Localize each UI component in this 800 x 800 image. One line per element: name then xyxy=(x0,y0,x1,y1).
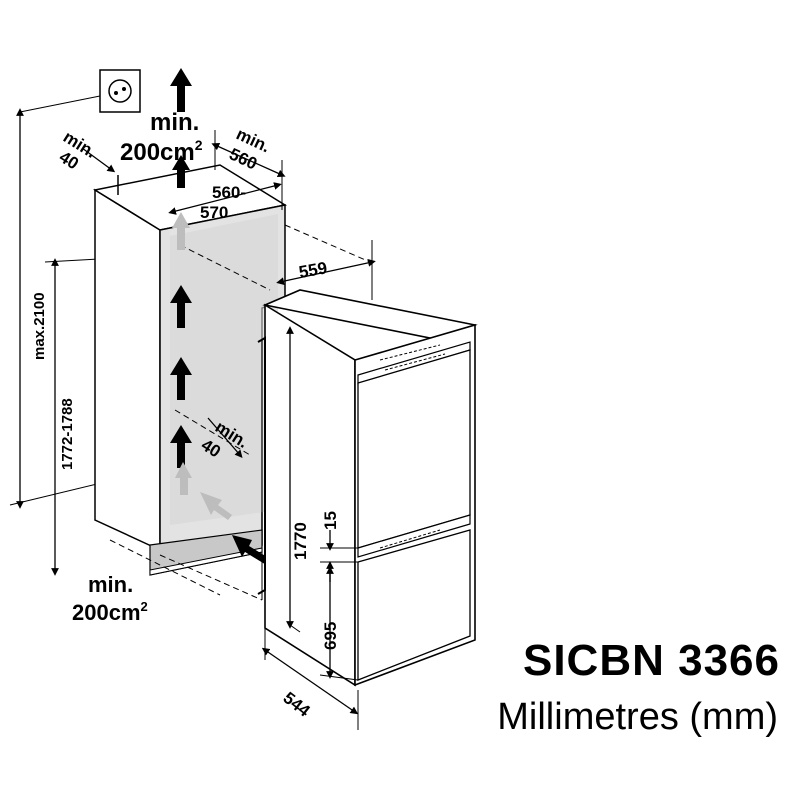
niche-height-label: 1772-1788 xyxy=(59,398,76,470)
arrow-up-icon xyxy=(170,285,192,328)
vent-arrows xyxy=(170,68,272,566)
dimension-labels: min. 200cm2 min. 40 min. 560 560- 570 55… xyxy=(31,109,340,721)
appliance-height-label: 1770 xyxy=(291,522,310,560)
arrow-up-grey-icon xyxy=(172,212,190,250)
door-gap-label: 15 xyxy=(321,511,340,530)
model-name: SICBN 3366 xyxy=(522,636,780,685)
lower-door-label: 695 xyxy=(321,622,340,650)
projection-lines xyxy=(109,224,371,601)
bottom-vent-min-label: min. xyxy=(88,572,133,597)
wall-socket-icon xyxy=(19,69,141,113)
top-vent-area-label: 200cm2 xyxy=(120,137,203,166)
units-label: Millimetres (mm) xyxy=(497,696,778,738)
appliance-depth-label: 559 xyxy=(297,258,328,282)
niche-width-top-label: 560- xyxy=(212,183,246,202)
arrow-up-icon xyxy=(170,357,192,400)
arrow-up-icon xyxy=(170,425,192,468)
niche-width-bottom-label: 570 xyxy=(200,203,228,222)
bottom-vent-area-label: 200cm2 xyxy=(72,599,148,625)
max-height-label: max.2100 xyxy=(31,292,48,360)
cabinet-niche xyxy=(92,164,288,576)
appliance-dimensions xyxy=(261,240,376,730)
arrow-up-icon xyxy=(172,155,190,188)
arrow-up-grey-icon xyxy=(175,462,192,495)
appliance-width-label: 544 xyxy=(280,688,314,721)
arrow-grey-diagonal-icon xyxy=(200,492,232,520)
niche-top-dimensions xyxy=(81,130,286,458)
top-vent-min-label: min. xyxy=(150,109,199,136)
arrow-up-icon xyxy=(170,68,192,112)
